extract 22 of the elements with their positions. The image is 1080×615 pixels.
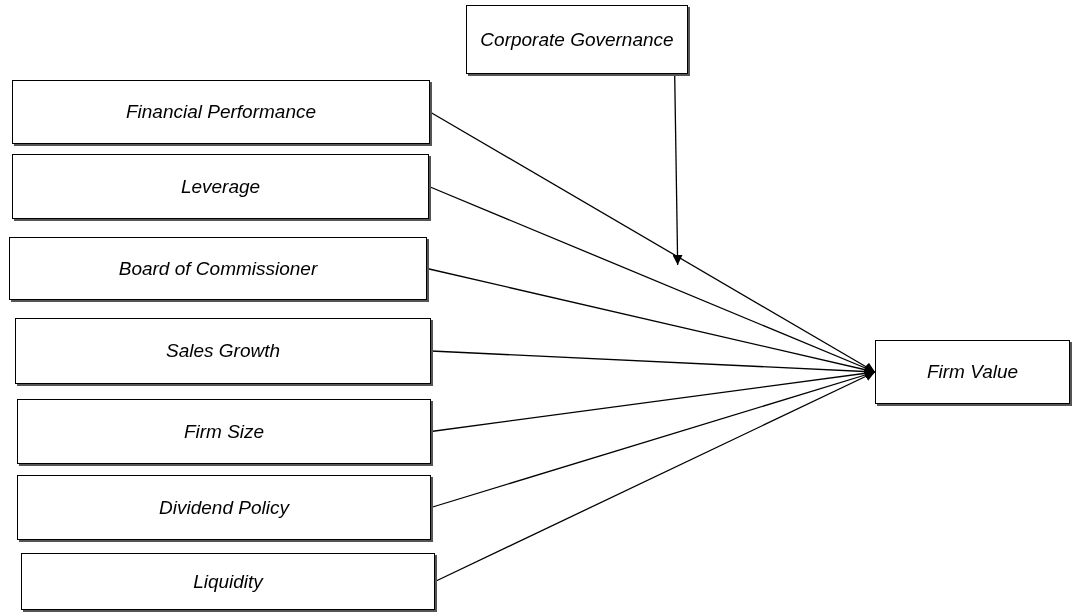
variable-box [12,154,429,219]
variable-label: Sales Growth [165,340,280,362]
variable-box [9,237,427,300]
variable-label: Financial Performance [125,101,317,123]
arrow [672,73,683,266]
variable-label: Board of Commissioner [118,257,318,280]
variable-box [21,553,435,610]
arrow [428,185,876,373]
variable-label: Firm Size [183,420,265,443]
variable-box [875,340,1070,404]
variable-label: Firm Value [926,361,1019,383]
variable-label: Dividend Policy [159,496,289,519]
variable-box [17,475,431,540]
variable-label: Liquidity [193,570,263,593]
variable-box [17,399,431,464]
arrow [430,370,876,509]
arrow [434,371,876,583]
variable-label: Corporate Governance [480,28,674,51]
variable-box [12,80,430,144]
variable-label: Leverage [180,175,261,198]
variable-box [15,318,431,384]
variable-box [466,5,688,74]
